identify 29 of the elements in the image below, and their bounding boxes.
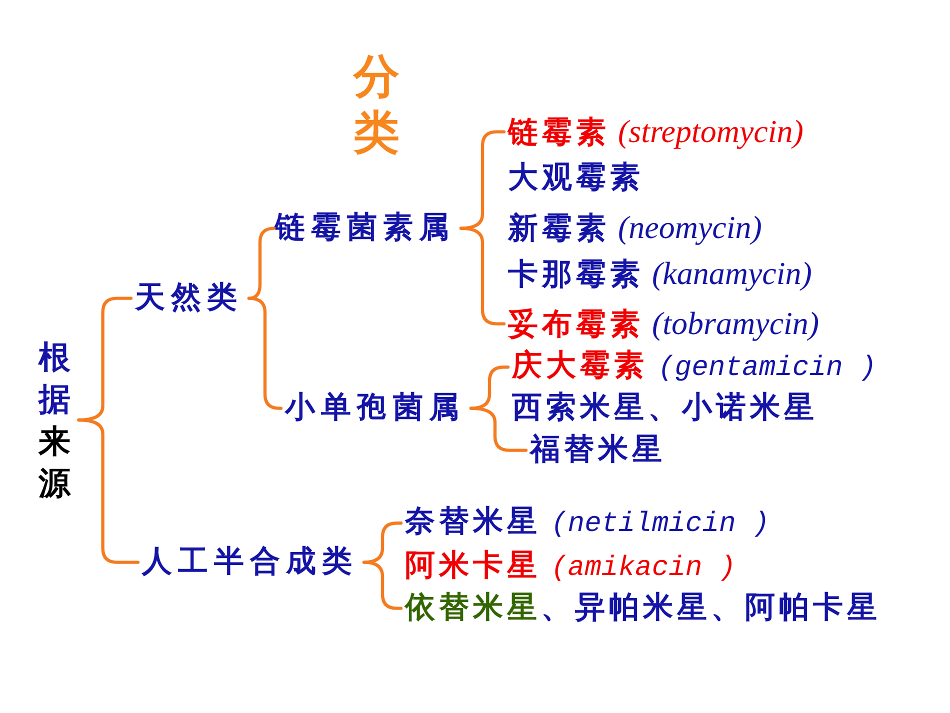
brace-line bbox=[77, 418, 140, 564]
category-label: 链霉菌素属 bbox=[275, 210, 455, 245]
drug-name: 依替米星 bbox=[405, 590, 541, 625]
drug-name: 西索米星、小诺米星 bbox=[512, 390, 818, 425]
drug-name: 、异帕米星、阿帕卡星 bbox=[541, 590, 881, 625]
drug-name: 卡那霉素 bbox=[508, 257, 644, 292]
latin-name: (netilmicin ) bbox=[551, 509, 770, 540]
latin-name: (neomycin) bbox=[618, 209, 762, 245]
drug-name: 奈替米星 bbox=[405, 504, 541, 539]
latin-name: (tobramycin) bbox=[652, 305, 820, 341]
drug-name: 新霉素 bbox=[508, 211, 610, 246]
drug-name: 妥布霉素 bbox=[508, 307, 644, 342]
category-label: 小单孢菌属 bbox=[285, 390, 465, 425]
drug-name: 福替米星 bbox=[530, 432, 666, 467]
drug-name: 庆大霉素 bbox=[512, 348, 648, 383]
latin-name: (kanamycin) bbox=[652, 255, 812, 291]
latin-name: (amikacin ) bbox=[551, 553, 736, 584]
heading: 分类 bbox=[352, 48, 400, 160]
latin-name: (gentamicin ) bbox=[658, 353, 876, 384]
latin-name: (streptomycin) bbox=[618, 113, 804, 149]
drug-name: 阿米卡星 bbox=[405, 548, 541, 583]
drug-name: 链霉素 bbox=[508, 115, 610, 150]
brace-line bbox=[469, 406, 528, 452]
drug-name: 大观霉素 bbox=[508, 160, 644, 195]
brace-line bbox=[459, 226, 506, 326]
category-label: 人工半合成类 bbox=[142, 544, 358, 579]
root-label: 根据 bbox=[36, 337, 72, 420]
root-label: 来源 bbox=[37, 421, 72, 504]
category-label: 天然类 bbox=[135, 280, 243, 315]
